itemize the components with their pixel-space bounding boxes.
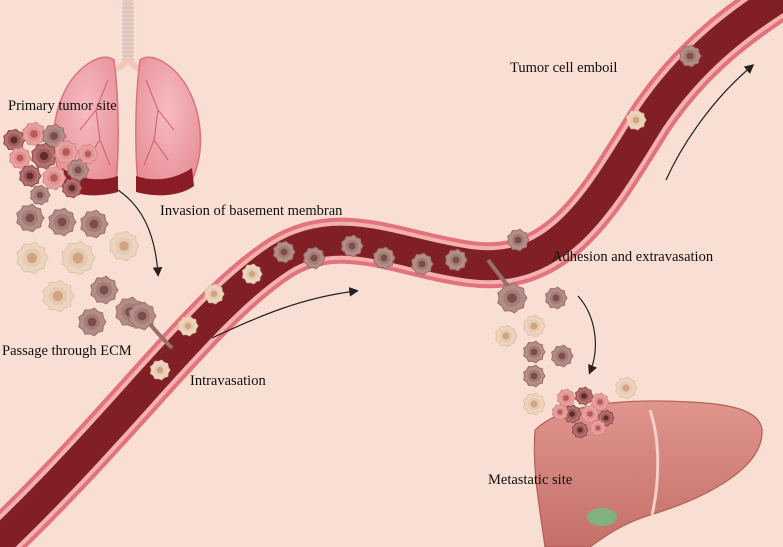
tumor-cell-icon bbox=[78, 143, 99, 165]
tumor-cell-icon bbox=[571, 421, 589, 439]
tumor-cell-icon bbox=[626, 109, 647, 131]
tumor-cell-icon bbox=[62, 177, 83, 199]
label-tumor-cell-emboli: Tumor cell emboil bbox=[510, 60, 618, 76]
tumor-cell-icon bbox=[303, 246, 326, 270]
tumor-cell-icon bbox=[574, 386, 594, 406]
label-metastatic-site: Metastatic site bbox=[488, 472, 573, 488]
tumor-cell-icon bbox=[495, 324, 518, 348]
tumor-cell-icon bbox=[48, 207, 77, 237]
tumor-cell-icon bbox=[551, 403, 569, 421]
tumor-cell-icon bbox=[411, 252, 434, 276]
tumor-cell-icon bbox=[373, 246, 396, 270]
tumor-cell-icon bbox=[42, 165, 67, 191]
tumor-cell-icon bbox=[67, 158, 90, 182]
tumor-cell-icon bbox=[22, 121, 47, 147]
tumor-cell-icon bbox=[42, 279, 75, 313]
label-intravasation: Intravasation bbox=[190, 373, 266, 389]
tumor-cell-icon bbox=[19, 164, 42, 188]
tumor-cell-icon bbox=[9, 146, 32, 170]
tumor-cell-icon bbox=[590, 392, 610, 412]
tumor-cell-icon bbox=[523, 392, 546, 416]
tumor-cell-icon bbox=[556, 388, 576, 408]
tumor-cell-icon bbox=[341, 234, 364, 258]
pseudopod bbox=[486, 258, 510, 288]
tumor-cell-icon bbox=[109, 230, 140, 262]
pseudopod bbox=[148, 322, 174, 350]
tumor-cell-icon bbox=[16, 241, 49, 275]
tumor-cell-icon bbox=[31, 142, 58, 170]
tumor-cell-icon bbox=[562, 404, 582, 424]
tumor-cell-icon bbox=[16, 203, 45, 233]
tumor-cell-icon bbox=[80, 209, 109, 239]
label-adhesion-extravasation: Adhesion and extravasation bbox=[552, 249, 714, 265]
label-passage-through-ecm: Passage through ECM bbox=[2, 343, 132, 359]
gallbladder-icon bbox=[587, 508, 617, 526]
tumor-cell-icon bbox=[551, 344, 574, 368]
tumor-cell-icon bbox=[54, 139, 79, 165]
liver-icon bbox=[533, 400, 763, 547]
tumor-cell-icon bbox=[204, 283, 225, 305]
tumor-cell-icon bbox=[523, 364, 546, 388]
tumor-cell-icon bbox=[589, 419, 607, 437]
tumor-cell-icon bbox=[523, 340, 546, 364]
tumor-cell-icon bbox=[523, 314, 546, 338]
tumor-cell-icon bbox=[90, 275, 119, 305]
tumor-cell-icon bbox=[679, 44, 702, 68]
tumor-cell-icon bbox=[178, 315, 199, 337]
arrow-icon bbox=[117, 64, 755, 375]
tumor-cell-icon bbox=[497, 282, 528, 314]
tumor-cell-icon bbox=[615, 376, 638, 400]
tumor-cell-icon bbox=[273, 240, 296, 264]
label-invasion-basement-membrane: Invasion of basement membran bbox=[160, 203, 343, 219]
tumor-cell-icon bbox=[545, 286, 568, 310]
tumor-cell-icon bbox=[580, 404, 600, 424]
tumor-cell-icon bbox=[128, 301, 157, 331]
tumor-cells bbox=[3, 44, 702, 439]
tumor-cell-icon bbox=[150, 359, 171, 381]
tumor-cell-icon bbox=[78, 307, 107, 337]
tumor-cell-icon bbox=[445, 248, 468, 272]
tumor-cell-icon bbox=[30, 184, 51, 206]
label-primary-tumor-site: Primary tumor site bbox=[8, 98, 117, 114]
tumor-cell-icon bbox=[242, 263, 263, 285]
tumor-cell-icon bbox=[507, 228, 530, 252]
tumor-cell-icon bbox=[61, 240, 96, 276]
